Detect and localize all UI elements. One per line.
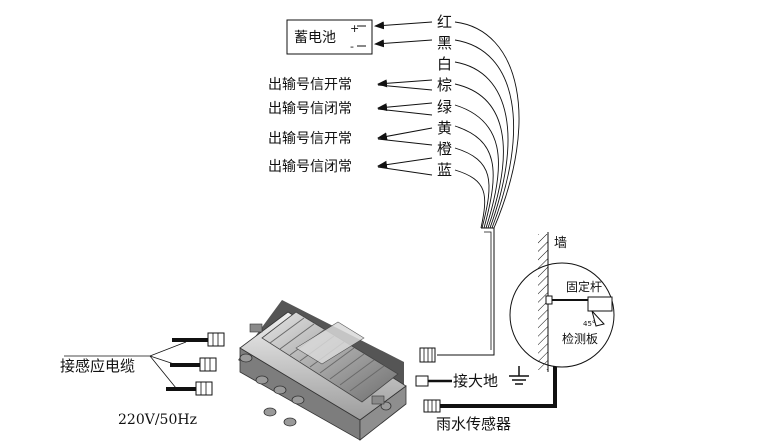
cable-plug-2 <box>199 357 217 372</box>
arrow-yellow <box>377 127 433 141</box>
battery-plus-terminal: + <box>350 22 359 35</box>
battery-minus-terminal: - <box>350 40 354 53</box>
rod-label: 固定杆 <box>566 279 602 294</box>
wire-color-black: 黑 <box>437 34 452 52</box>
power-label: 220V/50Hz <box>118 412 197 428</box>
cable-connector <box>419 347 436 363</box>
arrow-brown <box>377 79 433 88</box>
wire-color-orange: 橙 <box>437 140 452 158</box>
output-no-2: 出输号信开常 <box>268 131 352 147</box>
cable-plug-1 <box>207 332 225 347</box>
wire-color-green: 绿 <box>437 98 452 116</box>
signal-arrows <box>374 21 433 176</box>
wire-bundle <box>454 21 520 229</box>
wire-color-blue: 蓝 <box>437 161 452 179</box>
arrow-green <box>377 102 433 112</box>
detection-board <box>587 296 613 312</box>
ground-icon <box>509 366 529 385</box>
angle-label: 45° <box>583 320 595 328</box>
arrow-orange <box>377 157 433 169</box>
cable-plug-3 <box>195 381 213 396</box>
output-no-1: 出输号信开常 <box>268 77 352 93</box>
sensor-cables: 接感应电缆 <box>60 332 225 396</box>
wire-color-brown: 棕 <box>437 76 452 94</box>
ground-connection: 接大地 <box>415 366 529 390</box>
wall-mount-detail: 墙 固定杆 45° 检测板 <box>509 232 615 372</box>
controller-device <box>238 300 407 441</box>
board-label: 检测板 <box>562 331 598 346</box>
rain-sensor-label: 雨水传感器 <box>436 415 511 433</box>
output-labels: 出输号信开常 出输号信闭常 出输号信开常 出输号信闭常 <box>268 77 352 175</box>
wire-color-red: 红 <box>437 13 452 31</box>
output-nc-2: 出输号信闭常 <box>268 159 352 175</box>
wire-color-white: 白 <box>437 55 452 73</box>
wall-label: 墙 <box>554 236 567 251</box>
wire-color-labels: 红 黑 白 棕 绿 黄 橙 蓝 <box>437 13 452 179</box>
main-cable <box>419 227 495 363</box>
output-nc-1: 出输号信闭常 <box>268 101 352 117</box>
sensor-cable-label: 接感应电缆 <box>60 357 135 375</box>
arrow-black <box>374 39 433 48</box>
wall-hatch <box>538 234 548 370</box>
battery-box: 蓄电池 + - <box>286 19 373 55</box>
arrow-red <box>374 21 433 30</box>
wire-color-yellow: 黄 <box>437 119 452 137</box>
ground-label: 接大地 <box>453 372 498 390</box>
battery-label: 蓄电池 <box>294 30 336 46</box>
